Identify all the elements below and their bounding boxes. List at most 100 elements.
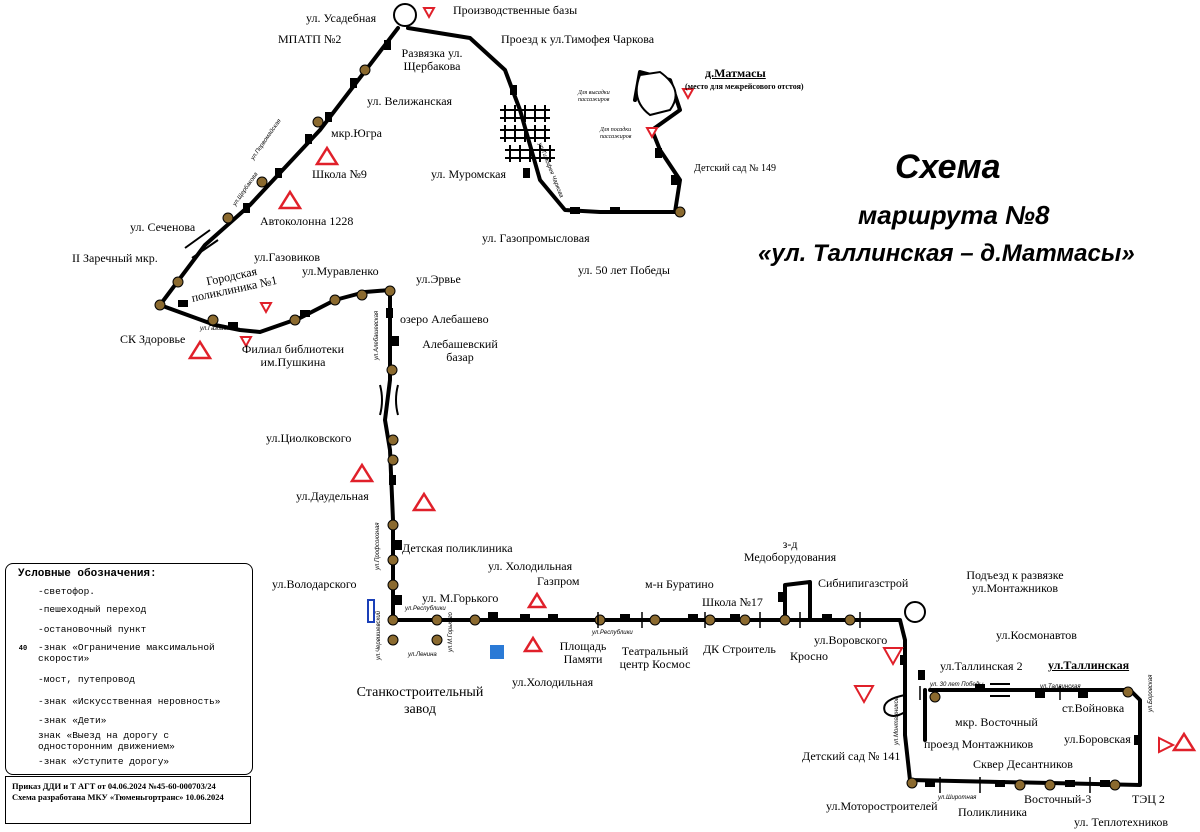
stop-label-alebashevo: озеро Алебашево (400, 312, 489, 326)
street-montazhnikov: ул.Монтажников (894, 697, 900, 745)
traffic-light (289, 314, 301, 326)
stop-block (395, 540, 402, 550)
stop-label-vorovskogo: ул.Воровского (814, 633, 888, 647)
stop-block (620, 614, 630, 621)
traffic-light (1109, 779, 1121, 791)
street-respubliki2: ул.Республики (592, 630, 633, 636)
stop-block (655, 148, 662, 158)
stop-label-kosmonavtov: ул.Космонавтов (996, 628, 1077, 642)
bump-sign (522, 635, 544, 653)
traffic-light (387, 519, 399, 531)
scheme-title: Схема (895, 148, 1001, 186)
stop-label-posadka: Для посадки пассажиров (600, 127, 632, 140)
legend-oneway-label: знак «Выезд на дорогу с односторонним дв… (38, 730, 175, 752)
stop-label-kholodilnaya2: ул.Холодильная (512, 675, 594, 689)
roundabout-montazhnikov (904, 601, 926, 623)
traffic-light (387, 614, 399, 626)
bridge-east (990, 683, 1010, 697)
stop-label-gorkogo: ул. М.Горького (422, 591, 499, 605)
stop-label-krosno: Кросно (790, 649, 829, 663)
traffic-light (154, 299, 166, 311)
legend-row-bump: -знак «Искусственная неровность» (12, 696, 220, 707)
stop-label-teatralny: Театральный центр Космос (619, 644, 691, 671)
stop-block (995, 780, 1005, 787)
stop-label-matmasy: д.Матмасы (705, 66, 766, 80)
traffic-light (844, 614, 856, 626)
stop-block (1134, 735, 1141, 745)
stop-label-sechenova: ул. Сеченова (130, 220, 196, 234)
children-sign (277, 189, 303, 210)
traffic-light (649, 614, 661, 626)
legend-row-yield: -знак «Уступите дорогу» (12, 756, 169, 767)
route-name-title: «ул. Таллинская – д.Матмасы» (758, 240, 1135, 267)
yield-sign (1158, 736, 1176, 754)
stop-label-proezd-mont: проезд Монтажников (924, 737, 1034, 751)
stop-label-muravlenko: ул.Муравленко (302, 264, 379, 278)
stop-label-mpatp2: МПАТП №2 (278, 32, 342, 46)
bridge-north (184, 229, 219, 259)
legend-row-children: -знак «Дети» (12, 715, 106, 726)
children-sign (1171, 731, 1197, 752)
stop-block (610, 207, 620, 214)
matmasy-loop (635, 70, 677, 117)
stop-label-teplotekh: ул. Теплотехников (1074, 815, 1169, 829)
stop-label-matmasy-note: (место для межрейсового отстоя) (685, 82, 804, 91)
legend-speed-label: -знак «Ограничение максимальной скорости… (38, 642, 215, 664)
bridge-center (379, 384, 399, 416)
stop-label-voinovka: ст.Войновка (1062, 701, 1125, 715)
traffic-light (387, 634, 399, 646)
stop-label-stankostroitelny: Станкостроительный завод (356, 685, 484, 717)
stop-block (228, 322, 238, 329)
legend-row-oneway: знак «Выезд на дорогу с односторонним дв… (12, 730, 228, 752)
traffic-light (356, 289, 368, 301)
stop-label-tets2: ТЭЦ 2 (1132, 792, 1165, 806)
legend-panel: Условные обозначения: -светофор. -пешехо… (5, 563, 253, 775)
stop-label-daudelnaya: ул.Даудельная (296, 489, 369, 503)
stop-block (778, 592, 785, 602)
legend-crossing-label: -пешеходный переход (38, 604, 147, 615)
order-line-1: Приказ ДДИ и Т АГТ от 04.06.2024 №45-60-… (12, 781, 216, 791)
stop-label-dk: ДК Строитель (703, 642, 776, 656)
stop-label-zarechny: II Заречный мкр. (72, 251, 158, 265)
stop-label-borovskaya: ул.Боровская (1064, 732, 1131, 746)
stop-block (178, 300, 188, 307)
bump-sign (526, 591, 548, 609)
pedestrian-crossings (597, 612, 1091, 793)
route-medoborud-spur (783, 580, 812, 622)
order-info-box: Приказ ДДИ и Т АГТ от 04.06.2024 №45-60-… (5, 776, 251, 824)
stop-label-proizv: Производственные базы (453, 3, 578, 17)
stop-block (918, 670, 925, 680)
stop-label-buratino: м-н Буратино (645, 577, 714, 591)
traffic-light (469, 614, 481, 626)
loop-west-montazhnikov (883, 694, 906, 717)
traffic-light (387, 579, 399, 591)
traffic-light (739, 614, 751, 626)
stop-label-alebash-bazar: Алебашевский базар (422, 337, 498, 364)
stop-label-sad149: Детский сад № 149 (694, 163, 777, 174)
stop-label-ervie: ул.Эрвье (416, 272, 461, 286)
stop-label-medoborud: з-д Медоборудования (743, 537, 837, 564)
traffic-light (387, 554, 399, 566)
traffic-light (1044, 779, 1056, 791)
stop-block (975, 684, 985, 691)
railway-1 (500, 105, 550, 122)
stop-block (520, 614, 530, 621)
legend-row-stop: -остановочный пункт (12, 624, 146, 635)
stop-block (488, 612, 498, 619)
stop-label-sk-zdorovie: СК Здоровье (120, 332, 186, 346)
stop-block (523, 168, 530, 178)
legend-row-bridge: -мост, путепровод (12, 674, 135, 685)
stop-block (1078, 691, 1088, 698)
yield-sign (422, 7, 436, 20)
yield-sign (681, 88, 695, 101)
legend-children-label: -знак «Дети» (38, 715, 107, 726)
stop-block (1065, 780, 1075, 787)
stop-label-charkova: Проезд к ул.Тимофея Чаркова (501, 32, 655, 46)
legend-yield-label: -знак «Уступите дорогу» (38, 756, 170, 767)
railway-2 (500, 125, 550, 142)
stop-label-shkola9: Школа №9 (312, 167, 367, 181)
stop-block (305, 134, 312, 144)
children-sign (187, 339, 213, 360)
order-line-2: Схема разработана МКУ «Тюменьгортранс» 1… (12, 792, 224, 802)
street-let30: ул. 30 лет Победы (930, 682, 984, 688)
